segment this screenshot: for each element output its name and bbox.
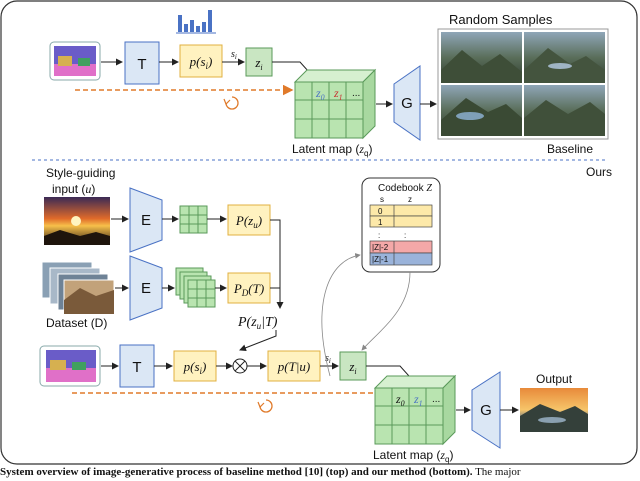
ours-prob-box xyxy=(173,350,217,382)
caption-bold: System overview of image-generative proc… xyxy=(0,466,473,478)
baseline-transformer-box xyxy=(124,41,160,85)
baseline-generator-label: G xyxy=(401,95,413,112)
baseline-latent-label: Latent map (zq) xyxy=(292,142,373,158)
dataset-token-grids xyxy=(175,267,216,308)
codebook-row-ellipsis: : xyxy=(378,231,380,240)
diagram-frame xyxy=(0,0,638,465)
ours-generator xyxy=(471,371,501,449)
ours-cell-z0: z0 xyxy=(395,392,405,408)
pzut-label: P(zu|T) xyxy=(237,315,278,331)
baseline-tag: Baseline xyxy=(547,142,593,156)
ours-latent-label: Latent map (zq) xyxy=(373,448,454,464)
ours-sample-label: si xyxy=(325,353,331,365)
ours-transformer-label: T xyxy=(132,359,141,376)
baseline-prob-label: p(si) xyxy=(189,54,213,71)
codebook-col-s: s xyxy=(380,195,384,204)
ours-loop-icon xyxy=(259,399,273,413)
ours-transformer-box xyxy=(119,344,155,388)
figure-caption: System overview of image-generative proc… xyxy=(0,466,640,481)
ours-cell-z1: z1 xyxy=(413,392,423,408)
overview-diagram: T p(si) si zi xyxy=(0,0,638,465)
baseline-sample-label: si xyxy=(231,49,237,61)
codebook-row-0: 0 xyxy=(378,207,383,216)
baseline-section: T p(si) si zi xyxy=(49,10,609,158)
random-samples-title: Random Samples xyxy=(449,12,553,27)
combined-prob-label: p(T|u) xyxy=(277,359,310,374)
codebook-row-z2: |Z|-2 xyxy=(372,243,389,252)
output-label: Output xyxy=(536,372,573,386)
codebook-lookup-curve xyxy=(361,271,411,351)
dataset-label: Dataset (D) xyxy=(46,316,107,330)
dataset-encoder-label: E xyxy=(141,280,151,297)
ours-cell-dots: ... xyxy=(432,394,440,405)
baseline-cell-z1: z1 xyxy=(333,86,343,102)
caption-rest: The major xyxy=(472,466,521,478)
style-encoder-label: E xyxy=(141,212,151,229)
ours-token-box xyxy=(339,351,367,381)
ours-tag: Ours xyxy=(586,165,612,179)
baseline-cell-dots: ... xyxy=(352,88,360,99)
output-image xyxy=(520,388,588,432)
histogram-icon xyxy=(176,10,216,34)
codebook-row-1: 1 xyxy=(378,218,383,227)
ours-token-label: zi xyxy=(348,359,356,376)
baseline-prob-box xyxy=(179,44,223,78)
style-token-grid xyxy=(179,205,208,234)
style-input-label-line2: input (u) xyxy=(52,182,95,196)
ours-prob-label: p(si) xyxy=(183,359,207,376)
ours-latent-cube: z0 z1 ... xyxy=(373,374,457,446)
pzu-label: P(zu) xyxy=(235,213,262,230)
baseline-generator xyxy=(393,65,421,141)
baseline-latent-cube: z0 z1 ... xyxy=(293,68,377,140)
dataset-encoder xyxy=(129,255,163,321)
baseline-segmentation-input xyxy=(49,41,101,81)
pdt-label: PD(T) xyxy=(233,281,264,298)
baseline-token-box xyxy=(245,47,273,77)
style-encoder xyxy=(129,187,163,253)
codebook-row-z1: |Z|-1 xyxy=(372,255,389,264)
codebook-query-curve xyxy=(321,253,361,377)
baseline-loop-icon xyxy=(225,96,239,110)
svg-text::: : xyxy=(404,231,406,240)
baseline-transformer-label: T xyxy=(137,56,146,73)
style-input-label-line1: Style-guiding xyxy=(46,166,115,180)
codebook-title: Codebook Z xyxy=(378,183,432,194)
baseline-token-label: zi xyxy=(254,55,262,72)
ours-section: Ours Style-guiding input (u) Dataset (D)… xyxy=(39,165,612,464)
ours-generator-label: G xyxy=(480,402,492,419)
ours-segmentation-input xyxy=(39,345,101,387)
style-input-image xyxy=(44,197,110,245)
pzu-box xyxy=(227,204,271,236)
dataset-image-stack xyxy=(41,261,115,315)
codebook-panel: Codebook Z s z 0 1 : : |Z|-2 |Z|-1 xyxy=(361,177,441,273)
random-samples-grid xyxy=(437,28,609,140)
codebook-col-z: z xyxy=(408,195,412,204)
baseline-cell-z0: z0 xyxy=(315,86,325,102)
